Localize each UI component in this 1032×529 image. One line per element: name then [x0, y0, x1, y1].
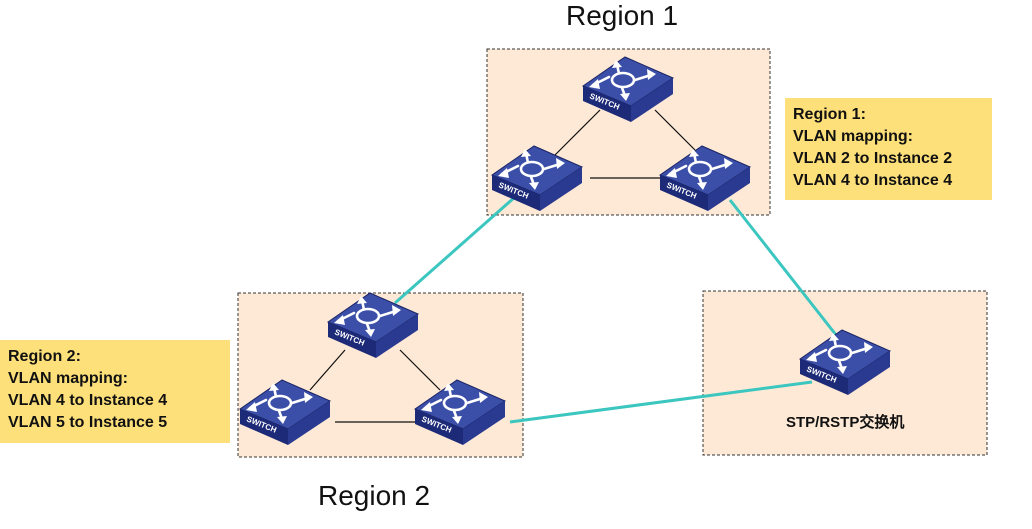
link-r2-top-right	[399, 349, 441, 391]
link-r1-stp	[728, 199, 842, 341]
region1-note-line: VLAN mapping:	[793, 128, 913, 145]
region2-note-line: VLAN 4 to Instance 4	[8, 392, 168, 409]
stp-switch-label: STP/RSTP交换机	[786, 414, 905, 431]
link-r2-top-left	[309, 349, 346, 391]
region1-note-line: VLAN 2 to Instance 2	[793, 150, 953, 167]
region1-vlan-mapping-note: Region 1: VLAN mapping: VLAN 2 to Instan…	[785, 98, 992, 200]
region2-note-line: Region 2:	[8, 348, 81, 365]
link-r1-top-right	[654, 109, 696, 151]
region1-note-line: Region 1:	[793, 106, 866, 123]
region2-note-line: VLAN mapping:	[8, 370, 128, 387]
region2-title: Region 2	[318, 480, 431, 511]
region1-title: Region 1	[566, 0, 679, 31]
link-r2-stp	[509, 380, 813, 424]
link-r1-top-left	[554, 109, 601, 156]
link-r1-r2	[394, 195, 516, 305]
region2-vlan-mapping-note: Region 2: VLAN mapping: VLAN 4 to Instan…	[0, 340, 230, 443]
region2-note-line: VLAN 5 to Instance 5	[8, 414, 168, 431]
region1-note-line: VLAN 4 to Instance 4	[793, 172, 953, 189]
